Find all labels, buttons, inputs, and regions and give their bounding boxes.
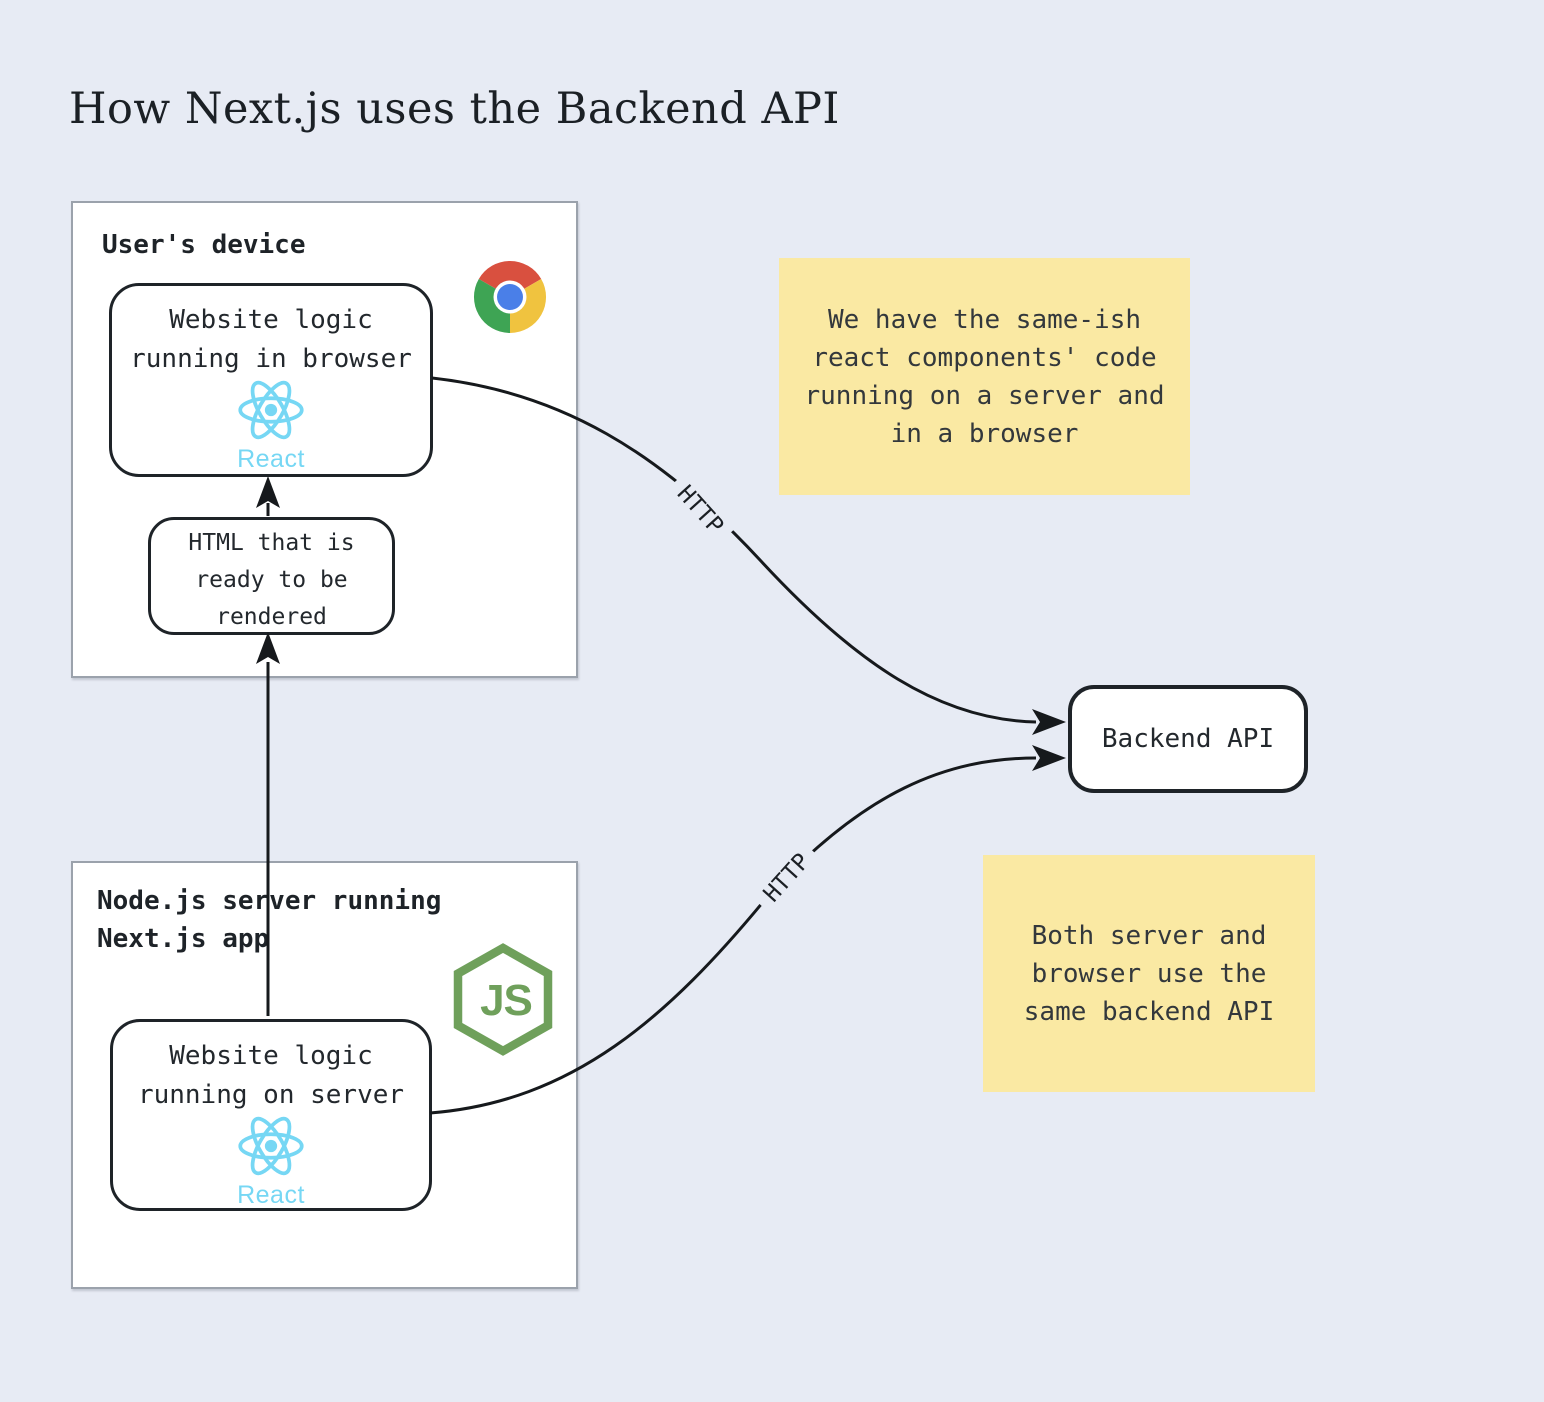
nodejs-icon: JS bbox=[449, 941, 557, 1059]
note1-line3: running on a server and bbox=[804, 380, 1165, 411]
backend-api-box: Backend API bbox=[1068, 685, 1308, 793]
http-label-browser: HTTP bbox=[664, 472, 736, 548]
react-wordmark: React bbox=[237, 1181, 305, 1209]
note1-line2: react components' code bbox=[812, 342, 1157, 373]
note2-line3: same backend API bbox=[1023, 996, 1275, 1027]
note1-line4: in a browser bbox=[890, 418, 1079, 449]
note1-line1: We have the same-ish bbox=[827, 304, 1142, 335]
chrome-icon bbox=[471, 258, 549, 336]
server-logic-box: Website logic running on server React bbox=[110, 1019, 432, 1211]
react-wordmark: React bbox=[237, 445, 305, 473]
node-server-label-line1: Node.js server running bbox=[97, 886, 442, 916]
arrowhead-api-bottom bbox=[1032, 745, 1066, 771]
note-same-ish-components: We have the same-ish react components' c… bbox=[779, 258, 1190, 495]
server-logic-line1: Website logic bbox=[169, 1041, 373, 1071]
html-box-line2: ready to be bbox=[195, 567, 348, 593]
server-logic-line2: running on server bbox=[137, 1080, 405, 1110]
user-device-panel: User's device Website logic running in b… bbox=[71, 201, 578, 678]
html-box-line3: rendered bbox=[216, 604, 327, 630]
nodejs-monogram: JS bbox=[480, 976, 533, 1025]
html-ready-box: HTML that is ready to be rendered bbox=[148, 517, 395, 635]
arrowhead-api-top bbox=[1032, 709, 1066, 735]
html-box-line1: HTML that is bbox=[188, 530, 355, 556]
user-device-label: User's device bbox=[102, 230, 306, 260]
browser-logic-box: Website logic running in browser React bbox=[109, 283, 433, 477]
backend-api-label: Backend API bbox=[1101, 724, 1275, 754]
note-same-backend-api: Both server and browser use the same bac… bbox=[983, 855, 1315, 1092]
react-logo: React bbox=[112, 380, 430, 474]
note2-line1: Both server and bbox=[1031, 920, 1267, 951]
note2-line2: browser use the bbox=[1031, 958, 1267, 989]
browser-logic-line1: Website logic bbox=[169, 305, 373, 335]
page-title: How Next.js uses the Backend API bbox=[69, 84, 840, 134]
react-logo: React bbox=[113, 1116, 429, 1210]
http-label-server: HTTP bbox=[751, 840, 823, 916]
node-server-label-line2: Next.js app bbox=[97, 924, 270, 954]
react-atom-icon bbox=[236, 1116, 306, 1180]
react-atom-icon bbox=[236, 380, 306, 444]
browser-logic-line2: running in browser bbox=[130, 344, 412, 374]
